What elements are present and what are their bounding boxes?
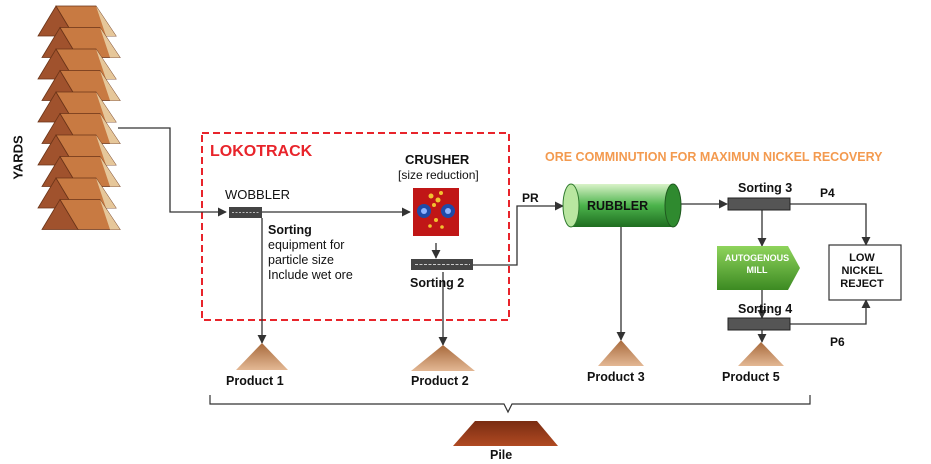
- product2-label: Product 2: [411, 374, 469, 388]
- sorting4-to-reject-line: [790, 299, 871, 325]
- yards-stack: [37, 5, 121, 230]
- crusher-label: CRUSHER: [405, 152, 470, 167]
- sorting2-label: Sorting 2: [410, 276, 465, 290]
- lokotrack-box: [201, 132, 510, 321]
- yards-label: YARDS: [10, 135, 26, 180]
- flow-lines: [118, 127, 871, 414]
- crusher-image: [413, 188, 459, 236]
- sorting3-screen: [727, 197, 791, 211]
- lokotrack-label: LOKOTRACK: [210, 143, 313, 160]
- p4-label: P4: [820, 186, 835, 200]
- rubbler-label: RUBBLER: [587, 199, 649, 213]
- product5-pile: [738, 342, 784, 366]
- crusher-sublabel: [size reduction]: [398, 168, 479, 182]
- product3-pile: [598, 340, 644, 366]
- autogenous-mill-shape: [717, 246, 800, 290]
- sorting4-label: Sorting 4: [738, 302, 793, 316]
- product1-label: Product 1: [226, 374, 284, 388]
- autogenous-mill-label: AUTOGENOUS MILL: [724, 253, 790, 275]
- low-nickel-reject-label: LOW NICKEL REJECT: [840, 252, 884, 290]
- product3-label: Product 3: [587, 370, 645, 384]
- rubbler-drum: [562, 183, 682, 228]
- p6-label: P6: [830, 335, 845, 349]
- sorting-description-rest: equipment for particle size Include wet …: [268, 238, 353, 282]
- pr-label: PR: [522, 191, 539, 205]
- wobbler-screen: [229, 207, 262, 218]
- sorting2-to-rubbler-line: [473, 201, 564, 266]
- yard-prism: [41, 198, 121, 230]
- main-pile: [453, 421, 558, 446]
- wobbler-label: WOBBLER: [225, 187, 291, 202]
- product5-label: Product 5: [722, 370, 780, 384]
- product1-pile: [236, 343, 288, 370]
- product2-pile: [411, 345, 475, 371]
- sorting-description: Sorting equipment for particle size Incl…: [268, 223, 358, 283]
- yards-to-wobbler-line: [118, 127, 227, 217]
- sorting-description-first: Sorting: [268, 223, 312, 237]
- sorting3-label: Sorting 3: [738, 181, 793, 195]
- product-bracket: [209, 395, 811, 414]
- pile-label: Pile: [490, 448, 513, 462]
- sorting3-to-reject-line: [790, 203, 871, 246]
- sorting4-screen: [727, 317, 791, 331]
- diagram-title: ORE COMMINUTION FOR MAXIMUN NICKEL RECOV…: [545, 150, 883, 164]
- low-nickel-reject-box: [828, 244, 902, 301]
